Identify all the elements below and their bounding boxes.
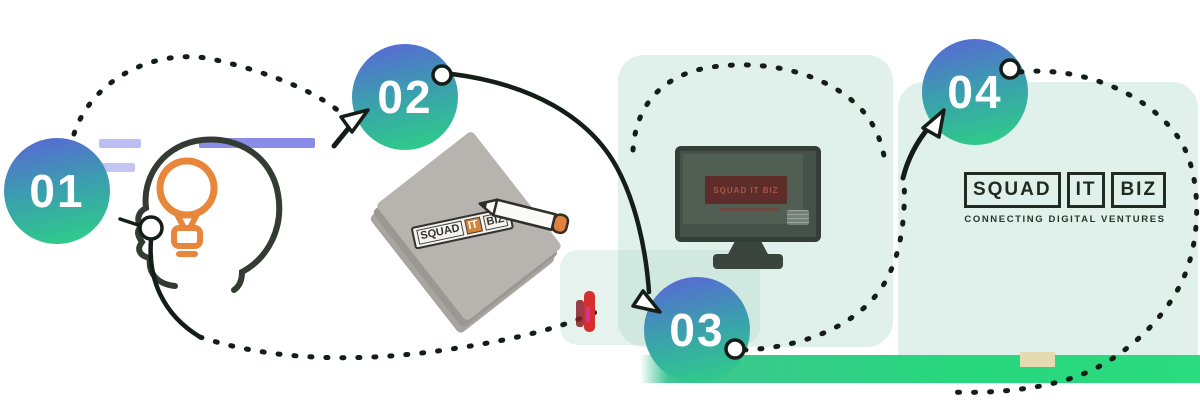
brand-logo-word: IT	[1066, 172, 1106, 208]
monitor-illustration: SQUAD IT BIZ	[675, 146, 825, 276]
step-circle-03: 03	[644, 277, 750, 383]
indigo-streak	[199, 138, 315, 148]
keyboard-icon	[787, 210, 809, 225]
indigo-streak	[101, 163, 135, 172]
brand-tagline: CONNECTING DIGITAL VENTURES	[964, 214, 1166, 225]
brand-logo-word: BIZ	[1111, 172, 1167, 208]
step-circle-02: 02	[352, 44, 458, 150]
pencil-icon	[478, 198, 570, 235]
brand-logo-word: SQUAD	[963, 172, 1061, 208]
beige-chip	[1020, 352, 1055, 367]
brand-logo-row: SQUAD IT BIZ	[960, 172, 1170, 208]
monitor-screen-underline	[719, 208, 779, 211]
brand-logo: SQUAD IT BIZ CONNECTING DIGITAL VENTURES	[960, 172, 1170, 225]
step-circle-01: 01	[4, 138, 110, 244]
step-number: 01	[29, 165, 85, 217]
monitor-base	[713, 254, 783, 269]
indigo-streak	[99, 139, 141, 148]
monitor-screen-logo: SQUAD IT BIZ	[705, 176, 787, 204]
head-lightbulb-icon	[135, 136, 283, 293]
flow-path-01-02	[71, 54, 347, 137]
notepad-logo-word: SQUAD	[416, 220, 465, 245]
step-number: 02	[377, 71, 433, 123]
monitor-screen: SQUAD IT BIZ	[683, 154, 809, 225]
step-circle-04: 04	[922, 39, 1028, 145]
step-number: 03	[669, 304, 725, 356]
step-number: 04	[947, 66, 1003, 118]
